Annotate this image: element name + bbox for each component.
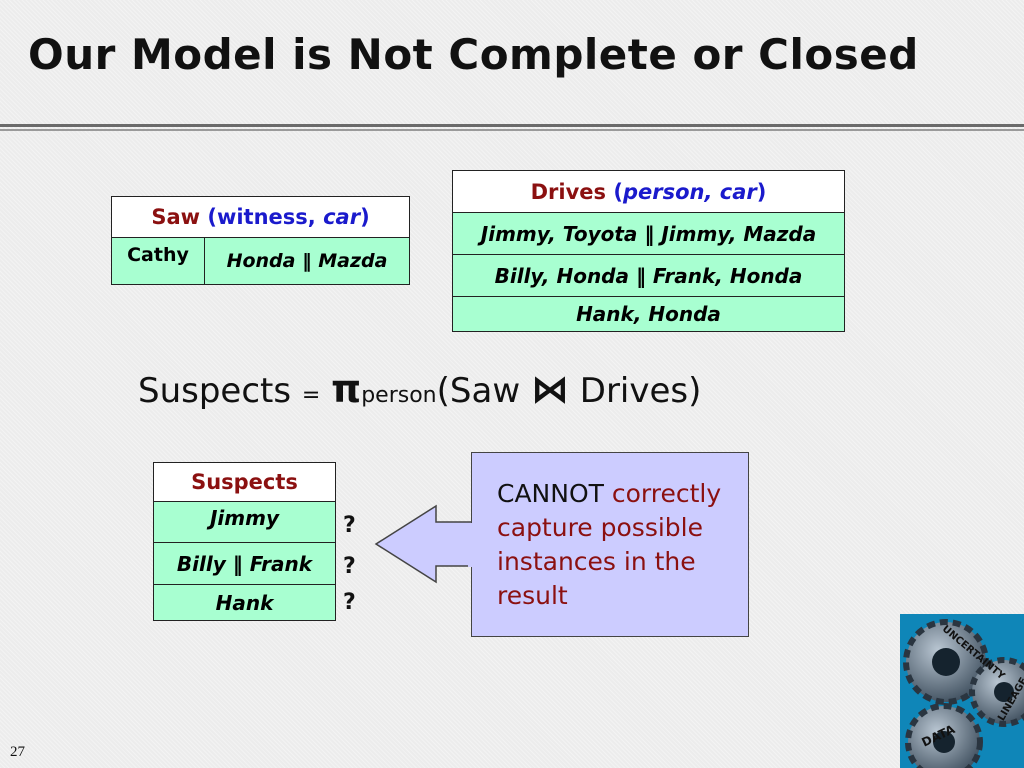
table-row: Jimmy, Toyota ‖ Jimmy, Mazda: [452, 212, 845, 255]
suspects-cell: Jimmy: [153, 501, 336, 543]
drives-cell: Jimmy, Toyota ‖ Jimmy, Mazda: [452, 212, 845, 255]
drives-attr-person: person,: [622, 179, 713, 204]
callout-joint: [468, 523, 476, 567]
callout-keyword: CANNOT: [497, 479, 604, 508]
callout-text: CANNOT correctly capture possible instan…: [497, 477, 747, 613]
formula-close: Drives): [579, 371, 702, 411]
title-rule-top: [0, 124, 1024, 127]
table-row: Billy ‖ Frank: [153, 542, 336, 585]
question-mark: ?: [343, 554, 356, 579]
drives-cell: Hank, Honda: [452, 296, 845, 332]
suspects-formula: Suspects = πperson(Saw ⋈ Drives): [138, 367, 701, 411]
gear-icon: [905, 703, 983, 768]
drives-attr-car: car: [719, 179, 757, 204]
formula-open: (Saw: [436, 371, 521, 411]
page-number: 27: [10, 744, 25, 760]
callout-box: [471, 452, 749, 637]
saw-cell-witness: Cathy: [111, 237, 205, 285]
table-row: Cathy Honda ‖ Mazda: [111, 237, 410, 285]
drives-header-row: Drives (person, car): [452, 170, 845, 213]
question-mark: ?: [343, 513, 356, 538]
saw-attr-car: car: [323, 205, 361, 229]
saw-header: Saw (witness, car): [111, 196, 410, 238]
gears-logo: UNCERTAINTY LINEAGE DATA: [900, 614, 1024, 768]
saw-header-row: Saw (witness, car): [111, 196, 410, 238]
drives-table: Drives (person, car) Jimmy, Toyota ‖ Jim…: [452, 170, 845, 332]
suspects-cell: Hank: [153, 584, 336, 621]
suspects-table: Suspects Jimmy Billy ‖ Frank Hank: [153, 462, 336, 621]
formula-lhs: Suspects: [138, 371, 292, 411]
saw-attr-witness: witness,: [216, 205, 316, 229]
question-mark: ?: [343, 590, 356, 615]
projection-subscript: person: [361, 383, 437, 408]
title-rule-bottom: [0, 129, 1024, 131]
formula-equals: =: [301, 383, 321, 408]
join-symbol: ⋈: [530, 367, 569, 411]
table-row: Hank: [153, 584, 336, 621]
table-row: Billy, Honda ‖ Frank, Honda: [452, 254, 845, 297]
drives-relation-name: Drives: [530, 179, 607, 204]
saw-table: Saw (witness, car) Cathy Honda ‖ Mazda: [111, 196, 410, 285]
drives-cell: Billy, Honda ‖ Frank, Honda: [452, 254, 845, 297]
suspects-cell: Billy ‖ Frank: [153, 542, 336, 585]
saw-relation-name: Saw: [151, 205, 201, 229]
table-row: Hank, Honda: [452, 296, 845, 332]
projection-symbol: π: [331, 367, 362, 411]
suspects-header: Suspects: [153, 462, 336, 502]
slide-title: Our Model is Not Complete or Closed: [28, 30, 919, 79]
gear-icon: [969, 657, 1024, 727]
callout-arrow: [374, 504, 475, 584]
drives-header: Drives (person, car): [452, 170, 845, 213]
suspects-header-row: Suspects: [153, 462, 336, 502]
callout-body: correctly capture possible instances in …: [497, 479, 722, 610]
saw-cell-car: Honda ‖ Mazda: [204, 237, 410, 285]
table-row: Jimmy: [153, 501, 336, 543]
